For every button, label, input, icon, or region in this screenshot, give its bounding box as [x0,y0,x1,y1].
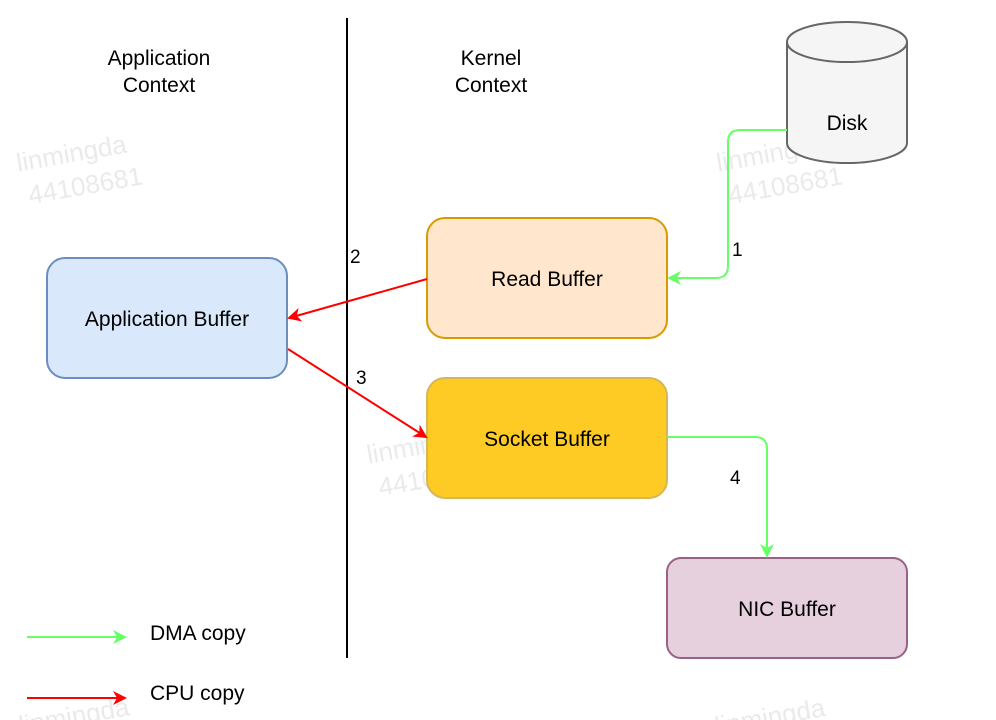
legend-dma-label: DMA copy [150,622,246,645]
watermark: linmingda [713,692,828,720]
watermark-text: linmingda [713,692,828,720]
edge-disk-to-read-buffer [667,129,787,285]
nic-buffer-box [666,557,908,659]
disk-node[interactable]: Disk [786,21,908,164]
read-buffer-label: Read Buffer [491,268,603,291]
legend: DMA copy CPU copy [27,622,246,705]
watermark: linmingda 44108681 [14,129,145,210]
edge-read-buffer-to-application-buffer [287,278,428,322]
disk-cylinder-top [786,21,908,63]
application-context-label-line2: Context [123,74,196,97]
socket-buffer-node[interactable]: Socket Buffer [426,377,668,499]
edge-application-buffer-to-socket-buffer [287,348,428,439]
watermark-text: linmingda [17,691,132,720]
nic-buffer-node[interactable]: NIC Buffer [666,557,908,659]
disk-cylinder-body [786,42,908,164]
step-label-3: 3 [356,368,367,389]
nic-buffer-label: NIC Buffer [738,598,836,621]
application-buffer-node[interactable]: Application Buffer [46,257,288,379]
kernel-context-label-line1: Kernel [461,47,522,70]
step-label-1: 1 [732,240,743,261]
step-label-2: 2 [350,247,361,268]
watermark: linmingda [17,691,132,720]
application-buffer-box [46,257,288,379]
read-buffer-node[interactable]: Read Buffer [426,217,668,339]
kernel-context-label-line2: Context [455,74,528,97]
step-label-4: 4 [730,468,741,489]
socket-buffer-label: Socket Buffer [484,428,610,451]
edge-socket-buffer-to-nic-buffer [667,436,774,558]
disk-label: Disk [827,112,868,135]
application-buffer-label: Application Buffer [85,308,249,331]
application-context-label-line1: Application [108,47,211,70]
legend-cpu-label: CPU copy [150,682,245,705]
